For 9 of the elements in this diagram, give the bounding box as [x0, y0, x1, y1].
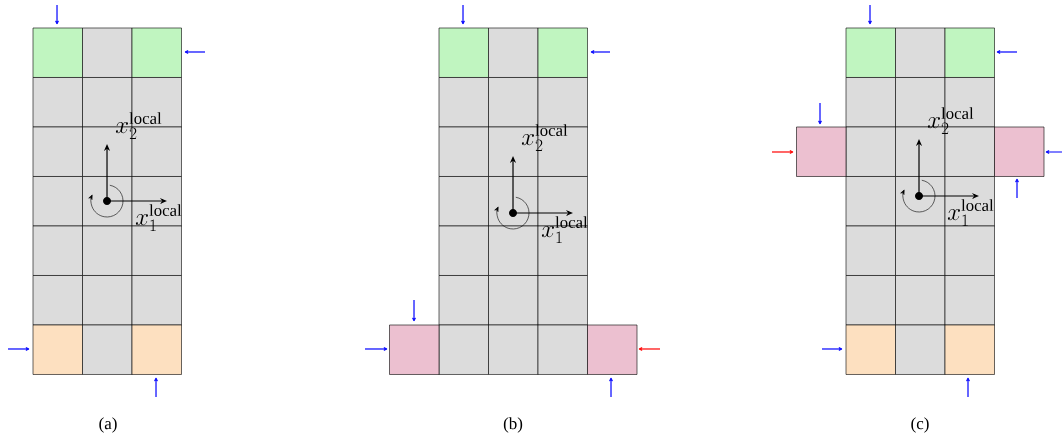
- panel-caption: (b): [503, 417, 523, 433]
- panel-caption: (c): [911, 417, 929, 433]
- axis-label: $x_1^{\mathrm{local}}$: [541, 216, 588, 244]
- axis-label: $x_2^{\mathrm{local}}$: [927, 107, 974, 135]
- axis-label: $x_2^{\mathrm{local}}$: [521, 124, 568, 152]
- panel-caption: (a): [99, 417, 117, 433]
- axis-label: $x_1^{\mathrm{local}}$: [135, 204, 182, 232]
- axis-label: $x_2^{\mathrm{local}}$: [115, 112, 162, 140]
- axis-label: $x_1^{\mathrm{local}}$: [947, 199, 994, 227]
